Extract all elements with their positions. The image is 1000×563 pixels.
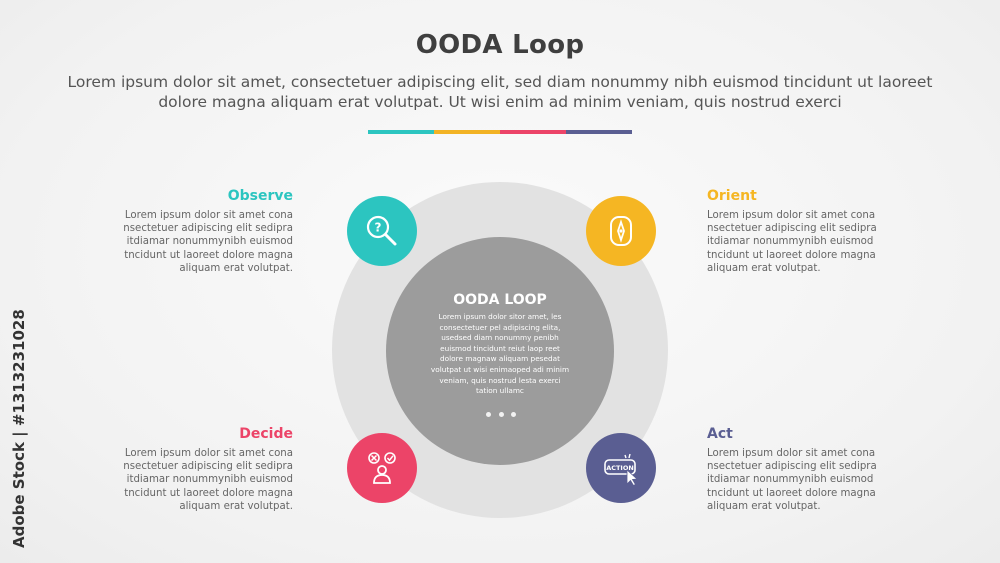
observe-text: Lorem ipsum dolor sit amet cona nsectetu…: [123, 210, 293, 274]
divider-segment: [566, 130, 632, 134]
svg-text:?: ?: [375, 221, 382, 235]
center-title: OODA LOOP: [453, 292, 547, 308]
page-title: OODA Loop: [415, 30, 585, 60]
act-node: ACTION: [586, 433, 656, 503]
page-subtitle: Lorem ipsum dolor sit amet, consectetuer…: [67, 73, 933, 111]
stock-watermark: Adobe Stock | #1313231028: [10, 309, 28, 548]
act-text: Lorem ipsum dolor sit amet cona nsectetu…: [707, 448, 877, 512]
action-click-icon: ACTION: [604, 453, 638, 487]
decide-text: Lorem ipsum dolor sit amet cona nsectetu…: [123, 448, 293, 512]
person-decision-icon: [368, 452, 396, 484]
divider-segment: [368, 130, 434, 134]
observe-title: Observe: [227, 188, 293, 204]
divider-segment: [434, 130, 500, 134]
pagination-dots: [486, 412, 516, 418]
center-circle: [386, 237, 614, 465]
compass-icon: [610, 216, 632, 246]
decide-node: [347, 433, 417, 503]
center-text: Lorem ipsum dolor sitor amet, les consec…: [430, 312, 570, 396]
magnifier-question-icon: ?: [366, 215, 397, 246]
divider-segment: [500, 130, 566, 134]
svg-text:ACTION: ACTION: [606, 464, 634, 472]
orient-node: [586, 196, 656, 266]
color-divider: [368, 130, 632, 134]
observe-node: ?: [347, 196, 417, 266]
orient-text: Lorem ipsum dolor sit amet cona nsectetu…: [707, 210, 877, 274]
act-title: Act: [707, 426, 733, 442]
orient-title: Orient: [707, 188, 757, 204]
decide-title: Decide: [239, 426, 293, 442]
